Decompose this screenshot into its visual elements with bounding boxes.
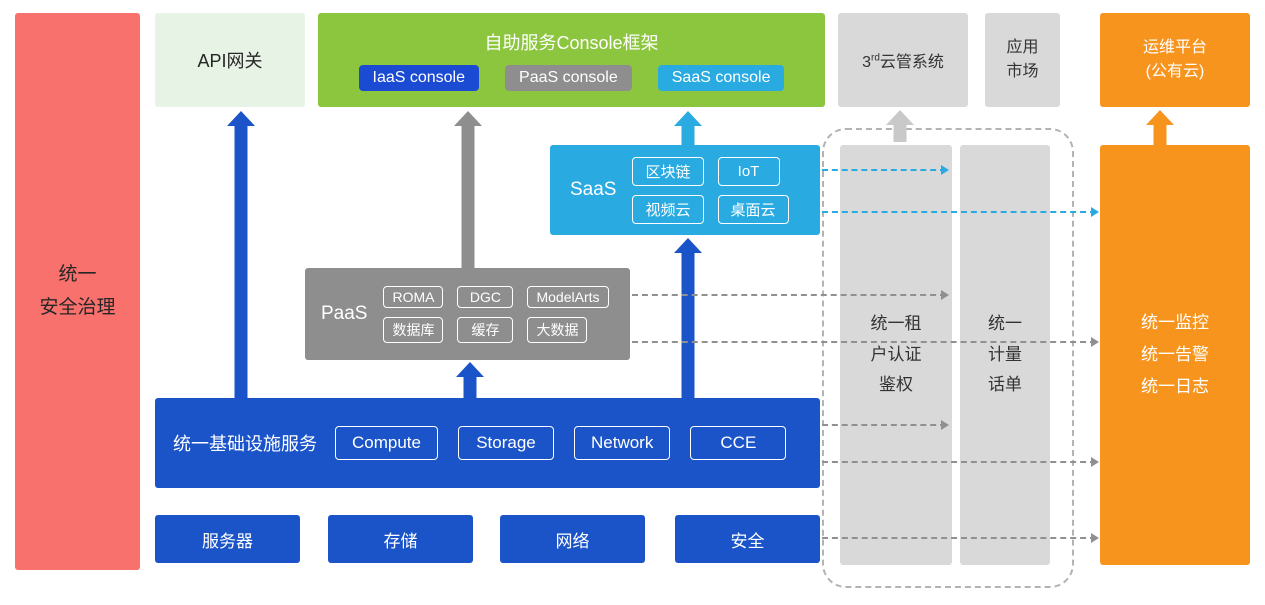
- connector-paas-to-metering: [632, 290, 949, 300]
- om-platform-box: 运维平台 (公有云): [1100, 13, 1250, 107]
- connector-hardware-to-monitoring: [822, 533, 1099, 543]
- saas-layer-box: SaaS 区块链 IoT 视频云 桌面云: [550, 145, 820, 235]
- hardware-label-security: 安全: [730, 531, 765, 551]
- console-chip-row: IaaS console PaaS console SaaS console: [358, 65, 785, 91]
- monitoring-label: 统一监控 统一告警 统一日志: [1141, 312, 1209, 397]
- saas-chip-blockchain: 区块链: [632, 156, 704, 186]
- saas-chip-video-cloud: 视频云: [632, 194, 704, 224]
- console-framework-title: 自助服务Console框架: [484, 33, 659, 53]
- hardware-box-server: 服务器: [155, 515, 300, 563]
- arrow-shared-to-third-party: [886, 110, 914, 142]
- arrow-saas-to-console: [674, 111, 702, 146]
- hardware-box-network: 网络: [500, 515, 645, 563]
- app-marketplace-label: 应用 市场: [1006, 39, 1039, 80]
- connector-paas-to-monitoring: [632, 337, 1099, 347]
- tenant-auth-label: 统一租 户认证 鉴权: [870, 314, 922, 395]
- hardware-label-server: 服务器: [202, 531, 253, 551]
- paas-chip-dgc: DGC: [457, 285, 514, 308]
- paas-chip-database: 数据库: [383, 316, 444, 343]
- iaas-console-chip: IaaS console: [358, 65, 480, 91]
- paas-layer-label: PaaS: [321, 303, 368, 324]
- api-gateway-box: API网关: [155, 13, 305, 107]
- infra-chip-network: Network: [573, 426, 671, 460]
- paas-chip-grid: ROMA DGC ModelArts 数据库 缓存 大数据: [383, 285, 609, 343]
- metering-label: 统一 计量 话单: [988, 314, 1022, 395]
- arrow-infra-to-saas: [674, 238, 702, 399]
- paas-chip-roma: ROMA: [383, 285, 444, 308]
- paas-chip-cache: 缓存: [457, 316, 514, 343]
- hardware-box-storage: 存储: [328, 515, 473, 563]
- hardware-label-network: 网络: [555, 531, 590, 551]
- om-platform-label: 运维平台 (公有云): [1142, 39, 1207, 80]
- arrow-monitoring-to-om-platform: [1146, 110, 1174, 146]
- app-marketplace-box: 应用 市场: [985, 13, 1060, 107]
- infrastructure-chip-row: Compute Storage Network CCE: [335, 426, 787, 460]
- connector-saas-to-monitoring: [822, 207, 1099, 217]
- arrow-infra-to-paas: [456, 362, 484, 399]
- hardware-label-storage: 存储: [383, 531, 418, 551]
- saas-chip-iot: IoT: [717, 156, 780, 186]
- saas-chip-grid: 区块链 IoT 视频云 桌面云: [632, 156, 789, 224]
- arrow-paas-to-console: [454, 111, 482, 269]
- hardware-box-security: 安全: [675, 515, 820, 563]
- arrow-infra-to-api-gateway: [227, 111, 255, 399]
- metering-bar: 统一 计量 话单: [960, 145, 1050, 565]
- saas-console-chip: SaaS console: [657, 65, 785, 91]
- paas-chip-modelarts: ModelArts: [527, 285, 609, 308]
- paas-console-chip: PaaS console: [505, 65, 632, 91]
- saas-chip-desktop-cloud: 桌面云: [717, 194, 789, 224]
- paas-chip-bigdata: 大数据: [527, 316, 588, 343]
- security-governance-bar: 统一 安全治理: [15, 13, 140, 570]
- infra-chip-storage: Storage: [457, 426, 554, 460]
- third-party-cloud-mgmt-label: 3rd云管系统: [862, 52, 944, 71]
- paas-layer-box: PaaS ROMA DGC ModelArts 数据库 缓存 大数据: [305, 268, 630, 360]
- infrastructure-layer-box: 统一基础设施服务 Compute Storage Network CCE: [155, 398, 820, 488]
- third-party-cloud-mgmt-box: 3rd云管系统: [838, 13, 968, 107]
- saas-layer-label: SaaS: [570, 179, 617, 200]
- shared-services-dashed-frame: [822, 128, 1074, 588]
- console-framework-box: 自助服务Console框架 IaaS console PaaS console …: [318, 13, 825, 107]
- tenant-auth-bar: 统一租 户认证 鉴权: [840, 145, 952, 565]
- infra-chip-cce: CCE: [690, 426, 787, 460]
- security-governance-label: 统一 安全治理: [39, 264, 116, 318]
- api-gateway-label: API网关: [197, 51, 263, 71]
- infra-chip-compute: Compute: [335, 426, 438, 460]
- monitoring-box: 统一监控 统一告警 统一日志: [1100, 145, 1250, 565]
- connector-saas-to-auth: [822, 165, 949, 175]
- connector-infra-to-metering: [822, 420, 949, 430]
- infrastructure-layer-label: 统一基础设施服务: [173, 434, 317, 454]
- connector-infra-to-monitoring: [822, 457, 1099, 467]
